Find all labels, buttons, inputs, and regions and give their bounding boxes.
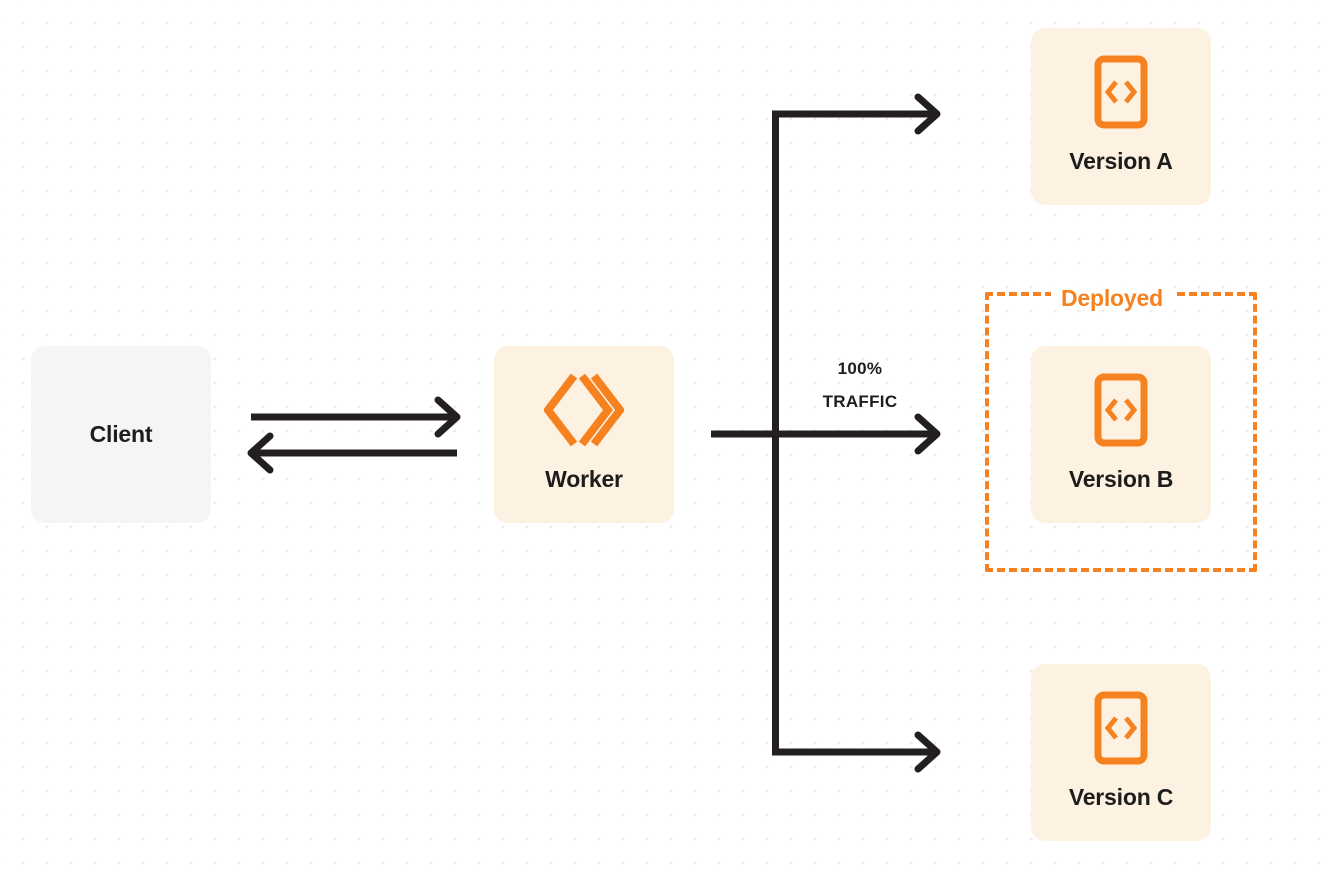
arrowhead-client-to-worker [434, 396, 461, 438]
code-file-icon [1093, 54, 1149, 130]
node-worker[interactable]: Worker [494, 346, 674, 523]
workers-logo-icon [544, 372, 624, 448]
node-worker-label: Worker [545, 466, 623, 492]
arrowhead-version-c [914, 731, 941, 773]
node-version-b[interactable]: Version B [1031, 346, 1211, 523]
node-version-c-label: Version C [1068, 784, 1174, 810]
node-version-a[interactable]: Version A [1031, 28, 1211, 205]
node-version-b-label: Version B [1068, 466, 1174, 492]
arrowhead-version-b [914, 413, 941, 455]
arrowhead-version-a [914, 93, 941, 135]
deployed-group-label: Deployed [1051, 286, 1173, 310]
code-file-icon [1093, 690, 1149, 766]
node-client[interactable]: Client [31, 346, 211, 523]
traffic-percent: 100% [837, 359, 883, 378]
arrowhead-worker-to-client [247, 432, 274, 474]
traffic-word: TRAFFIC [822, 392, 898, 411]
node-version-c[interactable]: Version C [1031, 664, 1211, 841]
code-file-icon [1093, 372, 1149, 448]
traffic-label: 100% TRAFFIC [790, 352, 930, 418]
node-version-a-label: Version A [1069, 148, 1173, 174]
node-client-label: Client [89, 421, 153, 447]
